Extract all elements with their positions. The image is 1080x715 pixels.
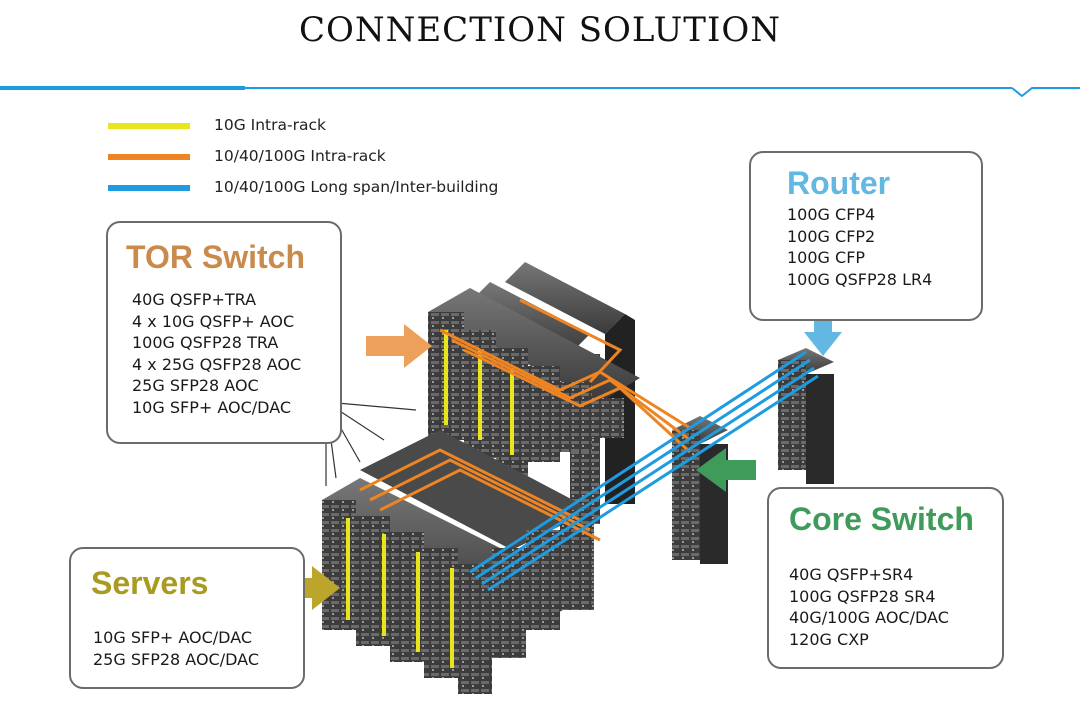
legend-swatch-blue <box>108 185 190 191</box>
legend-swatch-yellow <box>108 123 190 129</box>
list-item: 100G CFP <box>787 248 866 267</box>
list-item: 100G CFP2 <box>787 226 876 246</box>
tor-switch-title: TOR Switch <box>126 239 305 275</box>
list-item: 25G SFP28 AOC <box>132 376 259 395</box>
list-item: 4 x 25G QSFP28 AOC <box>132 354 302 374</box>
router-arrow-icon <box>804 300 842 356</box>
list-item: 100G QSFP28 LR4 <box>787 269 933 289</box>
core-switch-list: 40G QSFP+SR4 100G QSFP28 SR4 40G/100G AO… <box>789 564 949 650</box>
list-item: 25G SFP28 AOC/DAC <box>93 649 259 669</box>
servers-box: Servers 10G SFP+ AOC/DAC 25G SFP28 AOC/D… <box>69 547 305 689</box>
router-box: Router 100G CFP4 100G CFP2 100G CFP 100G… <box>749 151 983 321</box>
list-item: 100G QSFP28 TRA <box>132 333 279 352</box>
list-item: 10G SFP+ AOC/DAC <box>93 628 253 647</box>
legend-label: 10/40/100G Intra-rack <box>214 147 386 165</box>
legend-swatch-orange <box>108 154 190 160</box>
tor-switch-list: 40G QSFP+TRA 4 x 10G QSFP+ AOC 100G QSFP… <box>132 289 301 418</box>
servers-list: 10G SFP+ AOC/DAC 25G SFP28 AOC/DAC <box>93 627 259 670</box>
legend-label: 10G Intra-rack <box>214 116 326 134</box>
list-item: 100G QSFP28 SR4 <box>789 586 936 606</box>
servers-arrow-icon <box>278 566 340 610</box>
list-item: 120G CXP <box>789 629 869 649</box>
list-item: 40G QSFP+SR4 <box>789 565 914 584</box>
list-item: 10G SFP+ AOC/DAC <box>132 397 292 417</box>
core-switch-box: Core Switch 40G QSFP+SR4 100G QSFP28 SR4… <box>767 487 1004 669</box>
page-title: CONNECTION SOLUTION <box>298 10 782 50</box>
core-arrow-icon <box>696 448 756 492</box>
header-divider <box>0 86 1080 98</box>
router-title: Router <box>787 165 891 201</box>
orange-cables <box>439 298 692 454</box>
blue-cables <box>469 350 819 592</box>
list-item: 40G/100G AOC/DAC <box>789 608 949 627</box>
router-rack <box>778 348 834 484</box>
list-item: 4 x 10G QSFP+ AOC <box>132 311 295 331</box>
servers-title: Servers <box>91 565 209 601</box>
core-switch-title: Core Switch <box>789 501 974 537</box>
list-item: 100G CFP4 <box>787 205 876 224</box>
legend-label: 10/40/100G Long span/Inter-building <box>214 178 499 196</box>
server-rack-group <box>322 430 601 694</box>
list-item: 40G QSFP+TRA <box>132 290 257 309</box>
tor-arrow-icon <box>366 324 432 368</box>
router-list: 100G CFP4 100G CFP2 100G CFP 100G QSFP28… <box>787 204 932 290</box>
tor-switch-box: TOR Switch 40G QSFP+TRA 4 x 10G QSFP+ AO… <box>106 221 342 444</box>
